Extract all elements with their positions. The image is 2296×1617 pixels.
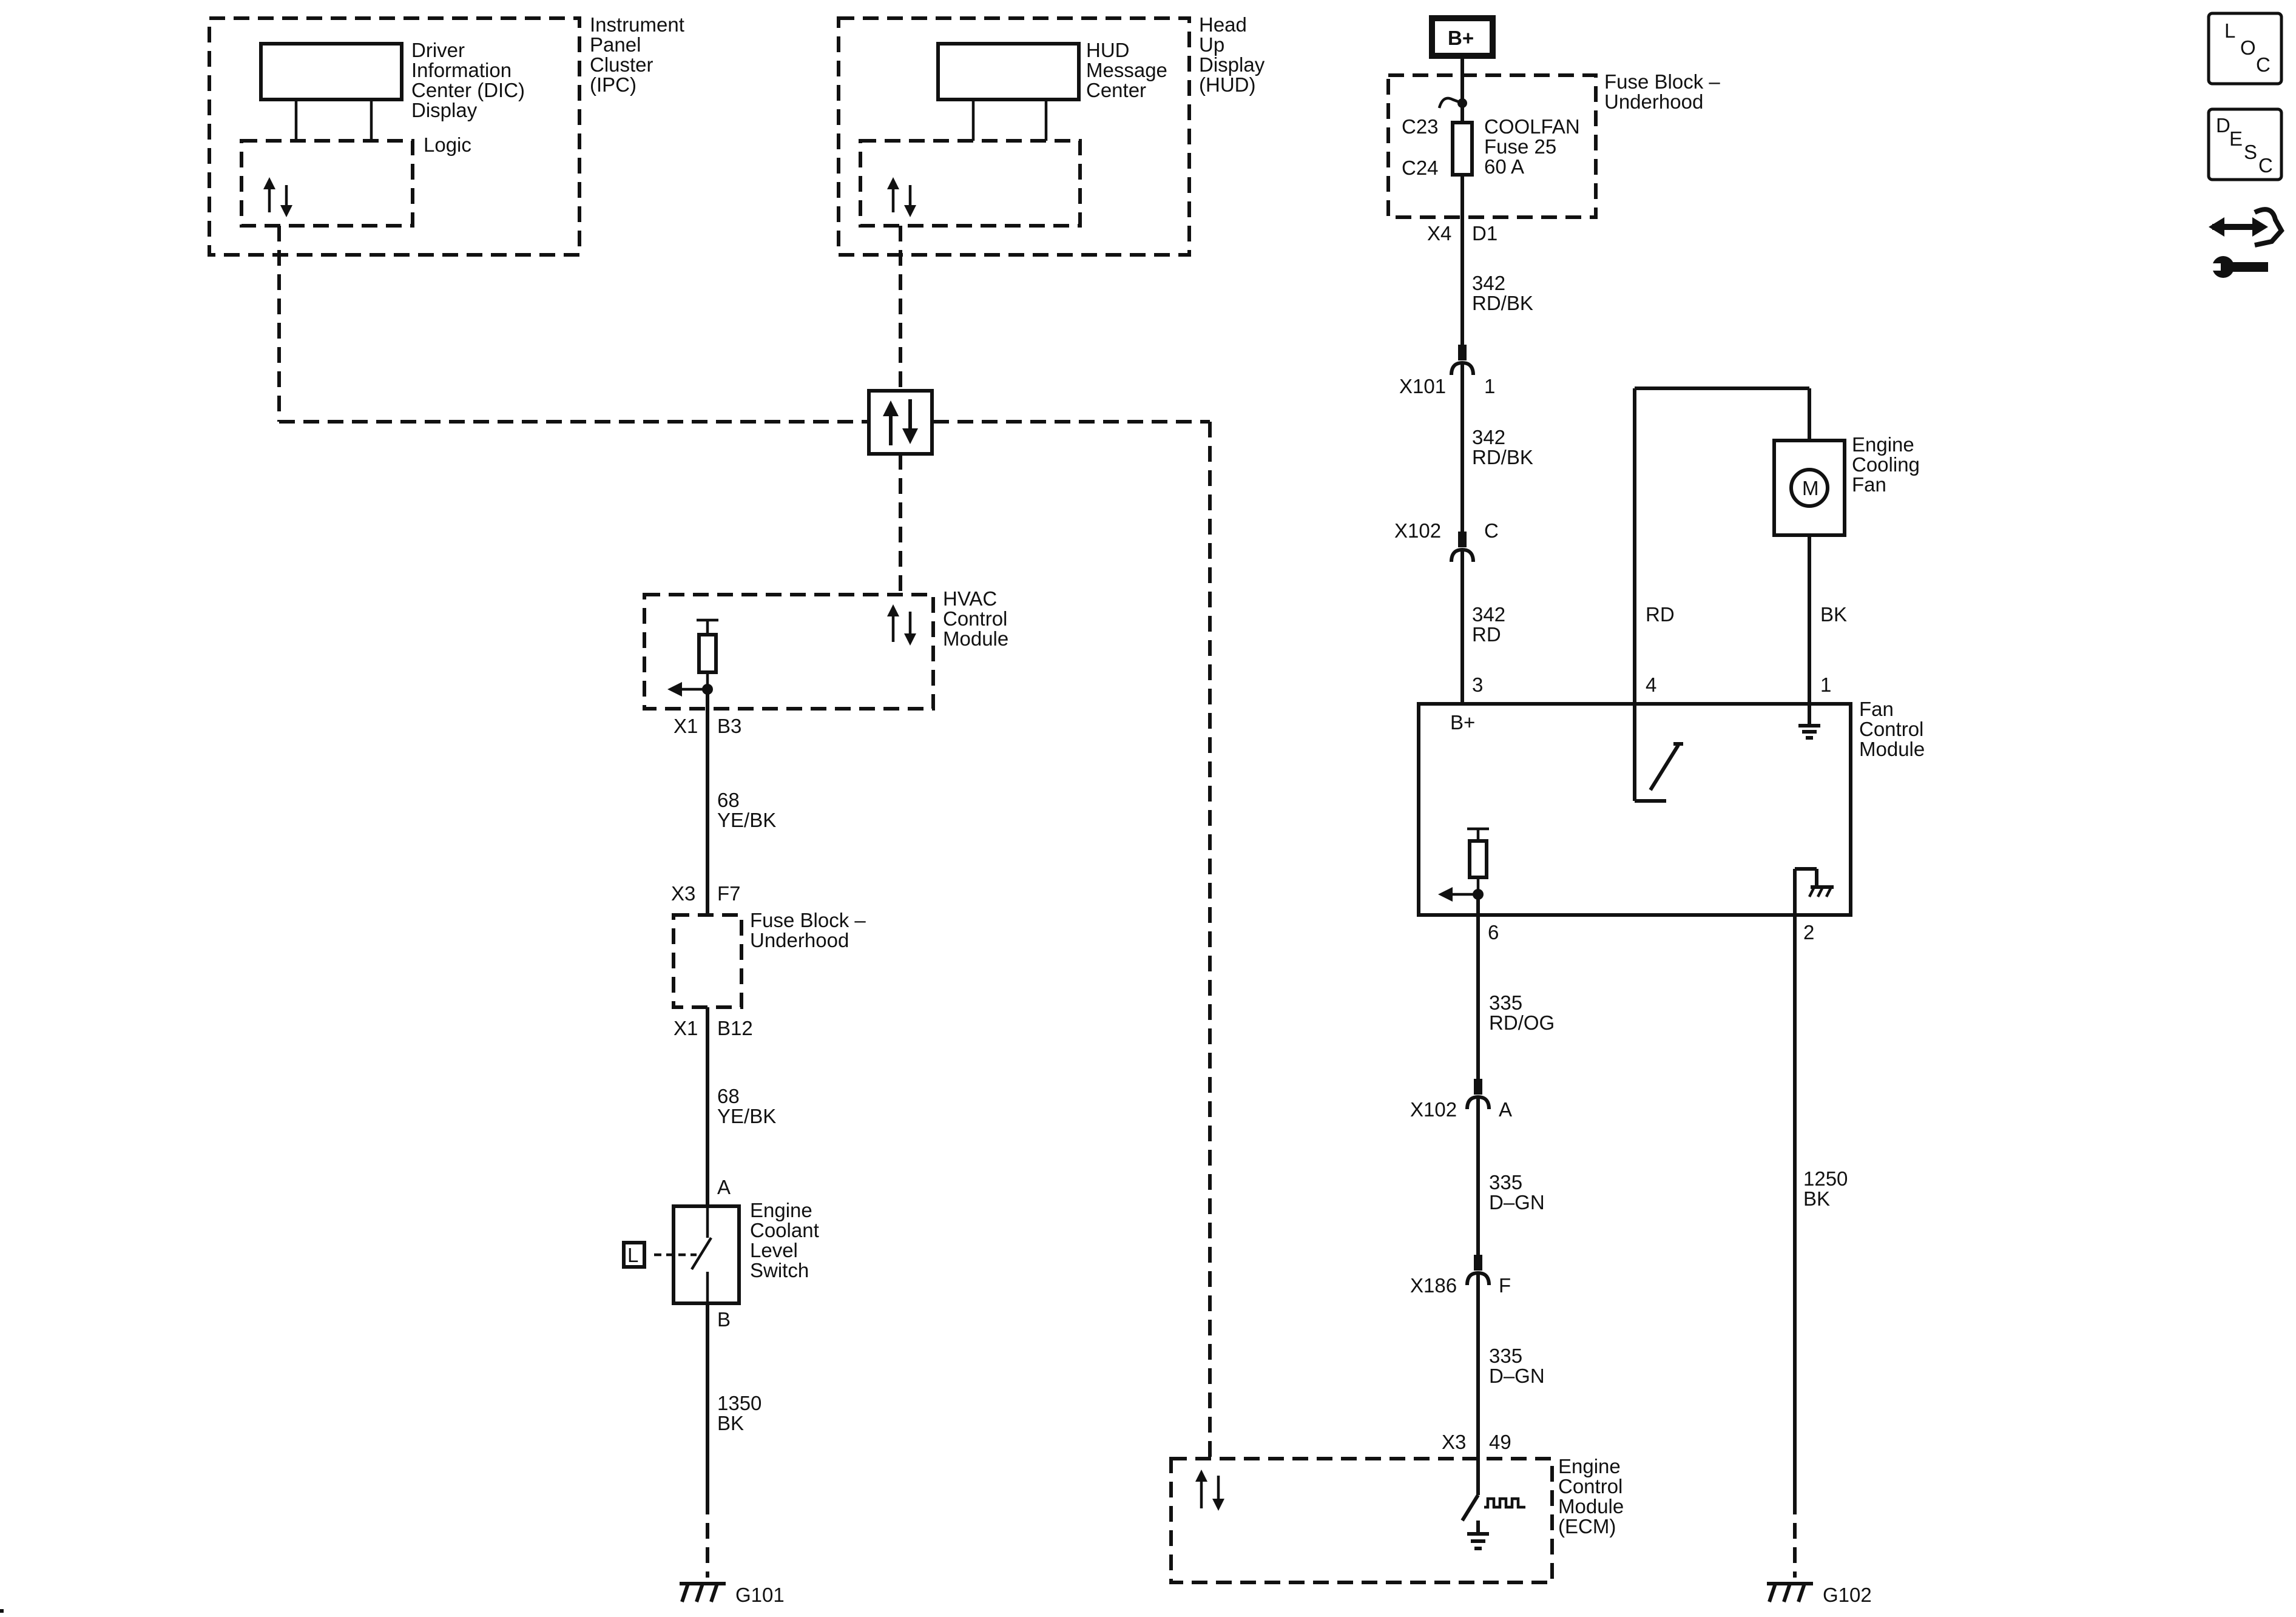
conn-x1-b: X1: [674, 1017, 698, 1039]
motor-symbol: M: [1802, 477, 1819, 499]
wire-bk-label: BK: [1820, 603, 1847, 626]
data-arrows-icon: [263, 177, 292, 217]
wire-rd-label: RD: [1646, 603, 1675, 626]
pin-3: 3: [1472, 673, 1483, 696]
data-arrows-icon: [1195, 1470, 1224, 1511]
ipc-logic-label: Logic: [424, 133, 471, 156]
conn-x1: X1: [674, 715, 698, 737]
pin-b: B: [717, 1308, 731, 1331]
ground-icon: [1467, 1532, 1489, 1550]
level-sensor-icon: [622, 1241, 646, 1269]
battery-label: B+: [1448, 27, 1474, 49]
ground-icon: [1767, 1582, 1813, 1602]
level-tag: L: [627, 1244, 638, 1266]
desc-letter-s: S: [2244, 141, 2257, 163]
pin-a: A: [717, 1176, 731, 1198]
data-arrows-icon: [883, 399, 918, 445]
pin-6: 6: [1488, 921, 1499, 944]
pin-f7: F7: [717, 882, 741, 905]
fuse-block-left-label: Fuse Block –Underhood: [750, 909, 866, 951]
pin-x102-a: A: [1499, 1098, 1512, 1121]
loc-letter-c: C: [2256, 53, 2271, 76]
pin-d1: D1: [1472, 222, 1497, 245]
pin-49: 49: [1489, 1431, 1511, 1453]
pin-b12: B12: [717, 1017, 753, 1039]
conn-x186: X186: [1410, 1274, 1457, 1297]
pin-2: 2: [1803, 921, 1814, 944]
pin-x186-f: F: [1499, 1274, 1511, 1297]
ground-g102: G102: [1823, 1584, 1872, 1606]
data-arrows-icon: [887, 177, 916, 217]
motor-icon: [1789, 468, 1829, 508]
serial-data-bus: [277, 226, 1212, 1461]
connector-repair-icon[interactable]: [2209, 207, 2284, 278]
pin-4: 4: [1646, 673, 1656, 696]
conn-x102-c: X102: [1394, 519, 1441, 542]
desc-letter-d: D: [2216, 114, 2230, 137]
desc-letter-c: C: [2258, 154, 2273, 177]
conn-x4: X4: [1427, 222, 1451, 245]
conn-x3-ecm: X3: [1442, 1431, 1466, 1453]
desc-button[interactable]: D E S C: [2207, 107, 2283, 181]
conn-x101: X101: [1399, 375, 1446, 397]
loc-button[interactable]: L O C: [2207, 12, 2283, 86]
pin-1: 1: [1820, 673, 1831, 696]
battery-terminal: B+: [1429, 15, 1496, 91]
loc-letter-o: O: [2240, 36, 2256, 59]
data-arrows-icon: [887, 604, 916, 646]
desc-letter-e: E: [2229, 127, 2243, 150]
ground-icon: [680, 1582, 726, 1602]
data-link-connector: [867, 389, 934, 456]
conn-c24: C24: [1402, 157, 1439, 179]
conn-x102-a: X102: [1410, 1098, 1457, 1121]
pwm-signal-icon: [1484, 1497, 1525, 1509]
coolant-level-switch: L: [622, 1204, 741, 1305]
ground-g101: G101: [735, 1584, 785, 1606]
loc-letter-l: L: [2224, 19, 2235, 42]
fuse-25-icon: [1451, 121, 1474, 177]
pin-x101-1: 1: [1484, 375, 1495, 397]
ground-icon: [1798, 724, 1820, 740]
fuse-block-left-box: [672, 913, 743, 1009]
fuse-block-right-label: Fuse Block –Underhood: [1604, 70, 1720, 113]
fan-control-bplus: B+: [1450, 711, 1475, 734]
chassis-ground-icon: [1808, 869, 1834, 898]
pin-b3: B3: [717, 715, 741, 737]
conn-c23: C23: [1402, 115, 1439, 138]
pin-x102-c: C: [1484, 519, 1499, 542]
conn-x3: X3: [671, 882, 695, 905]
